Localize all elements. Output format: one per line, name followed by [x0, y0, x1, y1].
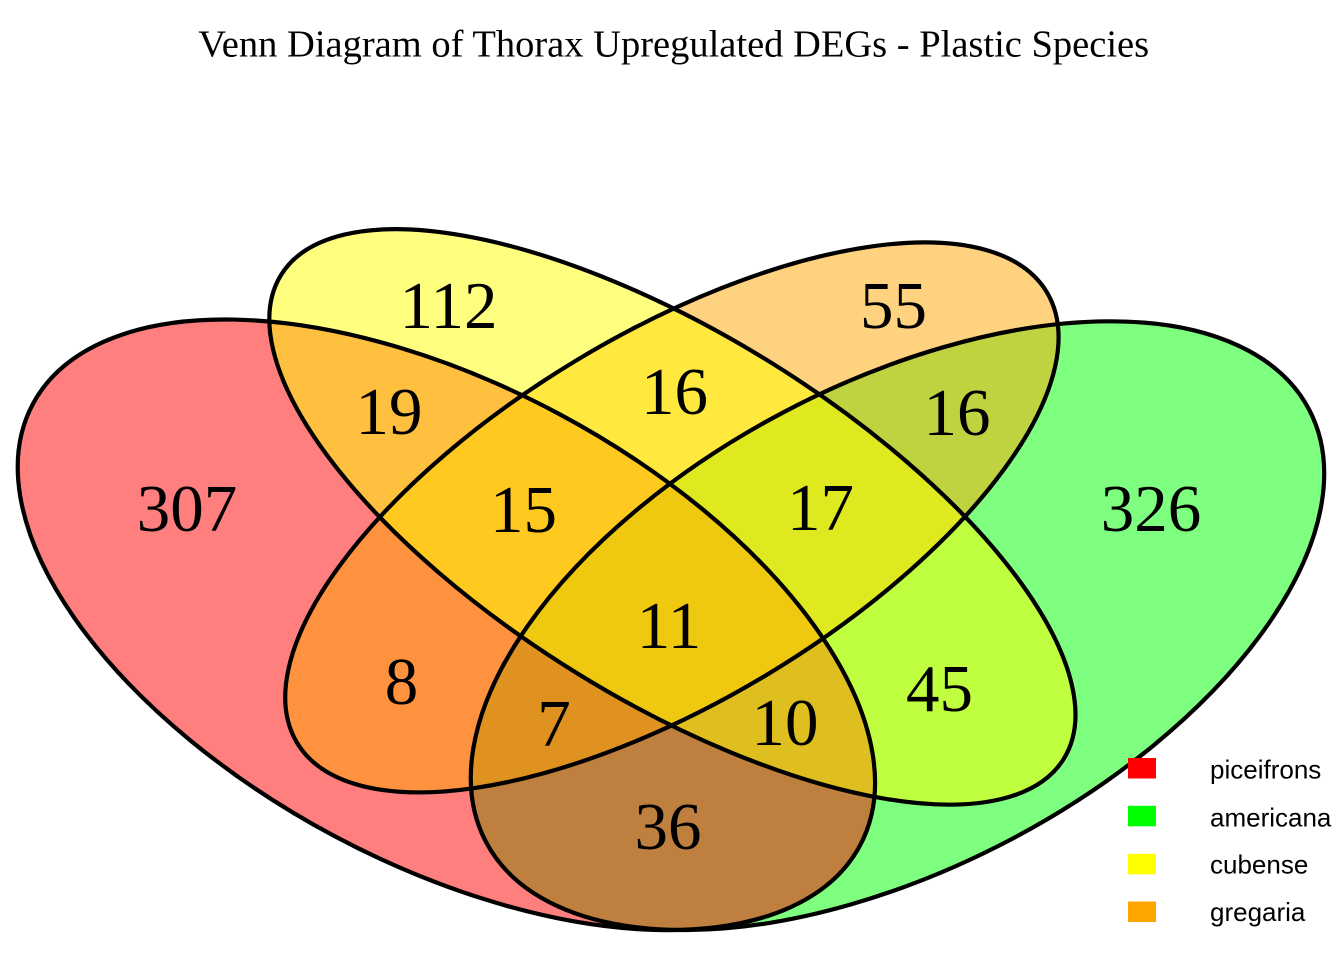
svg-text:gregaria: gregaria [1210, 897, 1306, 927]
svg-text:cubense: cubense [1210, 850, 1308, 880]
svg-text:112: 112 [399, 269, 497, 343]
svg-text:8: 8 [385, 645, 419, 719]
svg-text:Venn Diagram of Thorax Upregul: Venn Diagram of Thorax Upregulated DEGs … [198, 24, 1149, 66]
svg-text:307: 307 [137, 472, 238, 546]
svg-text:17: 17 [787, 471, 854, 545]
svg-text:45: 45 [906, 652, 973, 726]
svg-text:11: 11 [637, 589, 702, 663]
svg-text:55: 55 [860, 269, 927, 343]
svg-text:36: 36 [635, 790, 702, 864]
svg-text:16: 16 [924, 376, 991, 450]
svg-text:15: 15 [490, 473, 557, 547]
svg-text:piceifrons: piceifrons [1210, 755, 1321, 785]
svg-text:7: 7 [537, 687, 571, 761]
svg-text:326: 326 [1101, 472, 1202, 546]
svg-text:16: 16 [641, 355, 708, 429]
svg-text:10: 10 [752, 686, 819, 760]
svg-text:19: 19 [356, 375, 423, 449]
svg-text:americana: americana [1210, 802, 1332, 832]
